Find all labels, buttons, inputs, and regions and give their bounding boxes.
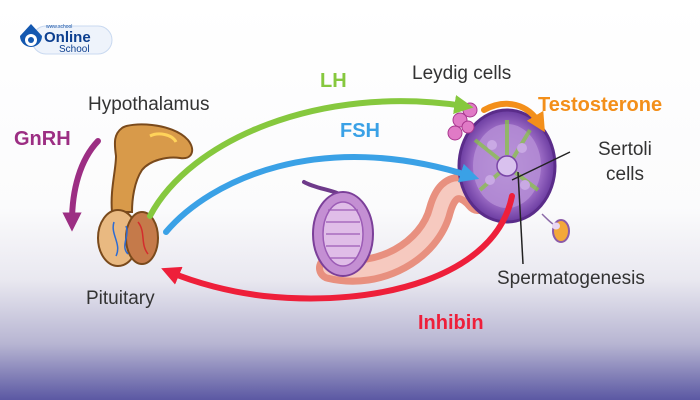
gnrh-label: GnRH <box>14 128 71 150</box>
logo-top-text: www.school <box>46 24 73 30</box>
sertoli-label-line-2: cells <box>606 164 645 185</box>
sertoli-leader-line <box>511 151 571 181</box>
logo-sub: School <box>59 44 90 55</box>
inhibin-arrow <box>161 193 515 302</box>
online-school-logo <box>20 24 113 55</box>
epididymis-illustration <box>312 191 374 277</box>
inhibin-label: Inhibin <box>418 312 484 334</box>
lh-arrow <box>147 95 474 219</box>
lh-label: LH <box>320 70 347 92</box>
leydig-cells-label: Leydig cells <box>412 63 512 84</box>
testosterone-label: Testosterone <box>538 94 663 116</box>
sertoli-label-line-1: Sertoli <box>598 139 652 160</box>
logo-brand: Online <box>44 29 91 46</box>
hypothalamus-label: Hypothalamus <box>88 94 210 115</box>
fsh-label: FSH <box>340 120 380 142</box>
spermatogenesis-label: Spermatogenesis <box>497 268 645 289</box>
testosterone-arrow <box>481 100 545 133</box>
pituitary-label: Pituitary <box>86 288 155 309</box>
fsh-arrow <box>163 154 480 235</box>
spermatogenesis-leader-line <box>517 171 524 265</box>
gnrh-arrow <box>62 138 101 232</box>
sperm-cell <box>541 213 570 243</box>
hypothalamus-pituitary-illustration <box>97 123 194 267</box>
